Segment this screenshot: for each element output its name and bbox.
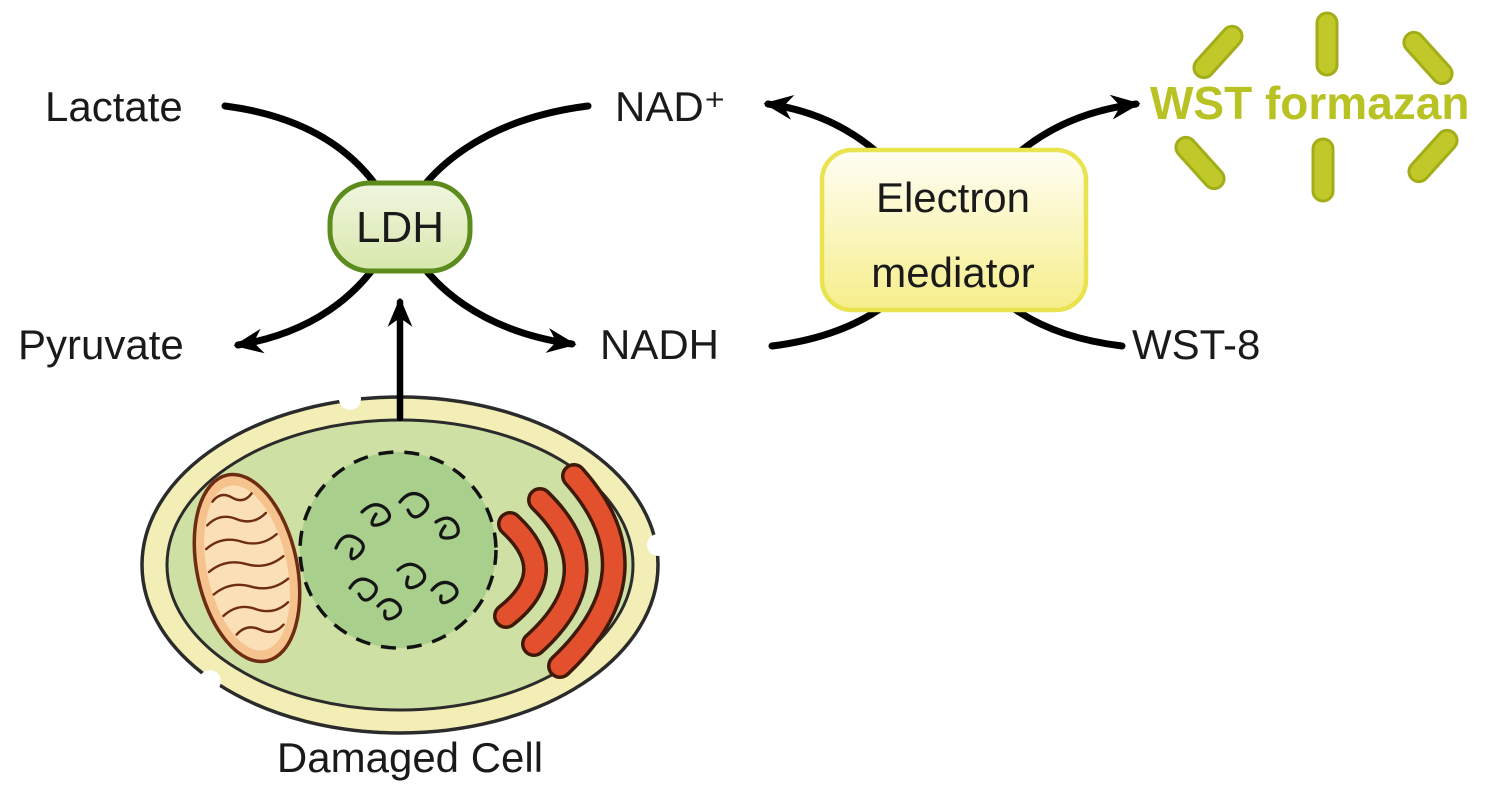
er-band	[496, 514, 545, 626]
electron-mediator-label-line2: mediator	[871, 249, 1034, 296]
starburst-ray-icon	[1174, 135, 1226, 191]
starburst-ray-icon	[1311, 137, 1335, 203]
ldh-enzyme-box: LDH	[327, 180, 473, 274]
nadh-label: NADH	[600, 321, 719, 368]
nucleus-envelope	[298, 450, 498, 650]
starburst-ray-icon	[1402, 30, 1454, 86]
endoplasmic-reticulum	[493, 463, 627, 679]
wst8-label: WST-8	[1132, 321, 1260, 368]
metabolite-labels: Lactate Pyruvate NAD⁺ NADH WST-8 WST for…	[18, 77, 1469, 368]
starburst-ray-icon	[1407, 128, 1459, 184]
chromosomes	[334, 491, 460, 621]
starburst-ray-icon	[1315, 11, 1339, 77]
lactate-label: Lactate	[45, 83, 183, 130]
formazan-starburst	[1174, 11, 1459, 203]
mediator-box-shape	[819, 147, 1089, 313]
damaged-cell	[140, 388, 669, 735]
mitochondrion-cristae	[204, 492, 290, 636]
ldh-label: LDH	[356, 203, 444, 252]
nucleus	[298, 450, 498, 650]
ldh-box-shape	[327, 180, 473, 274]
er-band	[550, 466, 624, 676]
nad-plus-label: NAD⁺	[615, 83, 726, 130]
pyruvate-label: Pyruvate	[18, 321, 184, 368]
er-band	[524, 490, 585, 654]
membrane-break	[647, 534, 669, 556]
mitochondrion	[192, 472, 302, 664]
membrane-break	[199, 670, 221, 692]
electron-mediator-box: Electron mediator	[819, 147, 1089, 313]
starburst-ray-icon	[1192, 24, 1244, 80]
wst-formazan-label: WST formazan	[1150, 77, 1469, 129]
membrane-break	[339, 388, 361, 410]
electron-mediator-label-line1: Electron	[876, 174, 1030, 221]
mitochondrion-matrix	[204, 485, 290, 651]
damaged-cell-caption: Damaged Cell	[277, 734, 543, 781]
